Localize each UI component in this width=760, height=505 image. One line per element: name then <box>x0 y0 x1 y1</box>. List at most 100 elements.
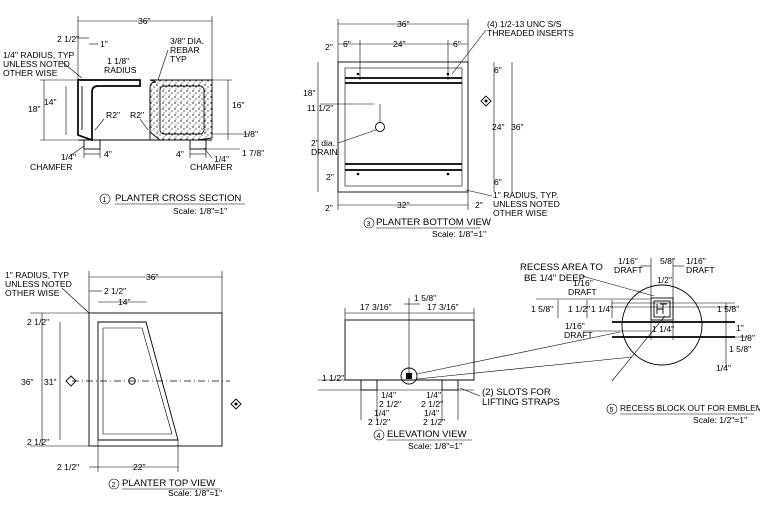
cs-width-label: 36" <box>138 16 151 26</box>
bottom-view: 36" 6" 24" 6" 2" (4) 1/2-13 UNC S/S THRE… <box>303 19 574 239</box>
tv-width: 36" <box>146 272 159 282</box>
bv-h11: 11 1/2" <box>307 103 333 113</box>
bv-six-top-r: 6" <box>494 65 502 75</box>
tv-fourteen: 14" <box>118 297 131 307</box>
bv-six-r: 6" <box>453 39 461 49</box>
em-sixteenth-lo: 1/16" <box>565 321 585 331</box>
em-quarter: 1/4" <box>716 363 731 373</box>
tv-scale: Scale: 1/8"=1" <box>168 488 222 498</box>
ev-q6: 2 1/2" <box>421 399 443 409</box>
em-sixteenth-m: 1/16" <box>573 278 593 288</box>
cs-rebar-1: 3/8" DIA. <box>170 36 204 46</box>
tv-two-half-l: 2 1/2" <box>27 317 49 327</box>
em-eighth: 1/8" <box>740 333 755 343</box>
cs-chamfer-r-word: CHAMFER <box>190 162 233 172</box>
cs-four-l: 4" <box>104 149 112 159</box>
em-one: 1" <box>736 323 744 333</box>
cs-chamfer-l-val: 1/4" <box>61 152 76 162</box>
ev-slots-2: LIFTING STRAPS <box>482 397 560 408</box>
tv-number: 2 <box>112 482 116 489</box>
tv-radius-2: UNLESS NOTED <box>5 279 72 289</box>
ev-q2: 2 1/2" <box>379 399 401 409</box>
tv-radius-3: OTHER WISE <box>5 288 60 298</box>
bv-drain-2: DRAIN <box>311 147 338 157</box>
ev-title: ELEVATION VIEW <box>387 429 468 440</box>
bv-inserts-2: THREADED INSERTS <box>487 28 574 38</box>
cs-rebar-2: REBAR <box>170 45 200 55</box>
cs-r2-left: R2" <box>106 110 120 120</box>
ev-right-width: 17 3/16" <box>427 302 459 312</box>
bv-two-bottom-r: 2" <box>475 200 483 210</box>
bv-h24: 24" <box>492 122 505 132</box>
cs-h16-label: 16" <box>232 100 245 110</box>
bv-two-bottom-l: 2" <box>325 203 333 213</box>
cross-section-view: 36" 2 1/2" 1" 1/4" RADIUS, TYP UNLESS NO… <box>3 16 264 216</box>
bv-inserts-1: (4) 1/2-13 UNC S/S <box>487 19 562 29</box>
ev-q1: 1/4" <box>381 390 396 400</box>
bv-radius-1: 1" RADIUS, TYP. <box>493 190 558 200</box>
cs-radius-note-3: OTHER WISE <box>3 68 58 78</box>
em-sixteenth-r: 1/16" <box>686 256 706 266</box>
cs-lip-label: 2 1/2" <box>57 34 79 44</box>
cs-r2-right: R2" <box>130 110 144 120</box>
em-r158: 1 5/8" <box>717 304 739 314</box>
cs-chamfer-r-val: 1/4" <box>214 154 229 164</box>
em-l114: 1 1/4" <box>591 304 613 314</box>
bv-scale: Scale: 1/8"=1" <box>432 229 486 239</box>
cs-seven-eighths-label: 1 7/8" <box>242 148 264 158</box>
elevation-view: 1 5/8" 17 3/16" 17 3/16" 1 1/2" (2) SLOT… <box>318 293 633 451</box>
bv-six-bot-r: 6" <box>494 177 502 187</box>
em-draft-lo: DRAFT <box>564 330 593 340</box>
bv-number: 3 <box>367 221 371 228</box>
bv-six-l: 6" <box>343 39 351 49</box>
em-c114: 1 1/4" <box>652 324 674 334</box>
cs-radius-note-2: UNLESS NOTED <box>3 59 70 69</box>
cs-h14-label: 14" <box>44 97 57 107</box>
em-draft-m: DRAFT <box>568 287 597 297</box>
emblem-detail: RECESS AREA TO BE 1/4" DEEP 1/16" DRAFT … <box>520 256 760 425</box>
bv-h36: 36" <box>511 122 524 132</box>
ev-one-half: 1 1/2" <box>322 373 344 383</box>
ev-number: 4 <box>377 433 381 440</box>
ev-left-width: 17 3/16" <box>360 302 392 312</box>
cs-inner-radius-1: 1 1/8" <box>107 56 129 66</box>
em-recess-2: BE 1/4" DEEP <box>524 273 585 284</box>
cs-scale: Scale: 1/8"=1" <box>173 206 227 216</box>
bv-drain-1: 2" dia. <box>311 138 335 148</box>
cs-one-label: 1" <box>100 39 108 49</box>
ev-scale: Scale: 1/8"=1" <box>408 441 462 451</box>
tv-two-half: 2 1/2" <box>104 286 126 296</box>
bv-h18: 18" <box>303 88 316 98</box>
em-l58: 1 5/8" <box>531 304 553 314</box>
tv-h36: 36" <box>21 377 34 387</box>
cs-four-r: 4" <box>176 149 184 159</box>
em-l12: 1 1/2" <box>568 304 590 314</box>
em-recess-1: RECESS AREA TO <box>520 262 603 273</box>
em-draft-l: DRAFT <box>614 265 643 275</box>
bv-width-label: 36" <box>397 19 410 29</box>
cs-radius-note-1: 1/4" RADIUS, TYP <box>3 50 74 60</box>
bv-bottom-32: 32" <box>397 200 410 210</box>
ev-q4: 2 1/2" <box>368 417 390 427</box>
tv-twenty-two: 22" <box>133 462 146 472</box>
bv-radius-3: OTHER WISE <box>493 208 548 218</box>
em-five-eighths: 5/8" <box>660 256 675 266</box>
cs-inner-radius-2: RADIUS <box>104 65 137 75</box>
em-number: 5 <box>610 407 614 414</box>
em-half: 1/2" <box>657 275 672 285</box>
bv-two-lower: 2" <box>326 172 334 182</box>
tv-two-half-b: 2 1/2" <box>27 437 49 447</box>
cs-title: PLANTER CROSS SECTION <box>115 193 241 204</box>
ev-five-eighths: 1 5/8" <box>414 293 436 303</box>
ev-q7: 1/4" <box>424 408 439 418</box>
bv-two-top: 2" <box>325 42 333 52</box>
cs-rebar-3: TYP <box>170 54 187 64</box>
em-sixteenth-l: 1/16" <box>618 256 638 266</box>
tv-h31: 31" <box>44 377 57 387</box>
cs-eighth-label: 1/8" <box>243 129 258 139</box>
ev-q5: 1/4" <box>426 390 441 400</box>
tv-two-half-bl: 2 1/2" <box>57 462 79 472</box>
bv-radius-2: UNLESS NOTED <box>493 199 560 209</box>
